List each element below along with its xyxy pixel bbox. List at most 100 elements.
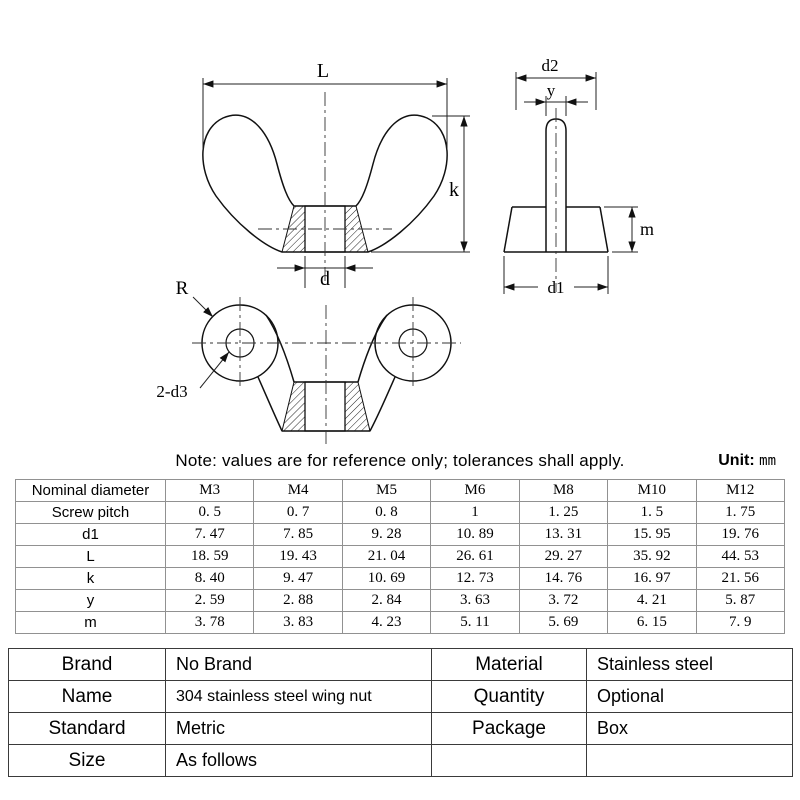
row-label: y (15, 589, 166, 612)
technical-drawing: L k d (156, 56, 655, 448)
value-cell: 2. 88 (253, 589, 343, 612)
size-header: M3 (164, 479, 255, 502)
info-value-package: Box (586, 712, 793, 745)
info-label-brand: Brand (8, 648, 166, 681)
table-row: Name 304 stainless steel wing nut Quanti… (8, 680, 793, 713)
hatched-flank-left-2 (281, 381, 306, 432)
dim-d (277, 256, 373, 288)
value-cell: 5. 87 (695, 589, 786, 612)
value-cell: 7. 85 (253, 523, 343, 546)
value-cell: 26. 61 (430, 545, 520, 568)
value-cell: 3. 72 (518, 589, 609, 612)
table-row: Screw pitch 0. 5 0. 7 0. 8 1 1. 25 1. 5 … (15, 501, 786, 524)
center-lines-front (258, 92, 392, 284)
hatched-flank-right-2 (344, 381, 371, 432)
info-value-size: As follows (165, 744, 432, 777)
info-value-brand: No Brand (165, 648, 432, 681)
value-cell: 1 (430, 501, 520, 524)
value-cell: 21. 56 (695, 567, 786, 590)
info-label-package: Package (431, 712, 587, 745)
value-cell: 0. 8 (341, 501, 432, 524)
dim-m (604, 206, 638, 253)
value-cell: 3. 78 (164, 611, 255, 634)
value-cell: 4. 21 (607, 589, 697, 612)
value-cell: 4. 23 (341, 611, 432, 634)
dim-k (371, 115, 470, 253)
info-label-size: Size (8, 744, 166, 777)
info-value-empty (586, 744, 793, 777)
leader-2-d3 (199, 351, 230, 389)
table-row: Brand No Brand Material Stainless steel (8, 648, 793, 681)
dimension-table: Nominal diameter M3 M4 M5 M6 M8 M10 M12 … (15, 479, 786, 634)
value-cell: 1. 75 (695, 501, 786, 524)
info-value-standard: Metric (165, 712, 432, 745)
row-label: Nominal diameter (15, 479, 166, 502)
value-cell: 5. 69 (518, 611, 609, 634)
size-header: M4 (253, 479, 343, 502)
value-cell: 1. 5 (607, 501, 697, 524)
row-label: L (15, 545, 166, 568)
info-value-material: Stainless steel (586, 648, 793, 681)
size-header: M12 (695, 479, 786, 502)
value-cell: 15. 95 (607, 523, 697, 546)
dim-label-R: R (176, 278, 189, 299)
unit-indicator: Unit: mm (712, 452, 776, 470)
size-header: M8 (518, 479, 609, 502)
labels-side: d2 y m d1 (542, 56, 655, 297)
value-cell: 10. 89 (430, 523, 520, 546)
dim-label-2-d3: 2-d3 (156, 382, 187, 401)
value-cell: 0. 5 (164, 501, 255, 524)
row-label: k (15, 567, 166, 590)
dim-label-d: d (320, 268, 330, 290)
value-cell: 3. 83 (253, 611, 343, 634)
value-cell: 16. 97 (607, 567, 697, 590)
row-label: Screw pitch (15, 501, 166, 524)
value-cell: 8. 40 (164, 567, 255, 590)
value-cell: 21. 04 (341, 545, 432, 568)
dim-label-m: m (640, 219, 654, 239)
table-row: Standard Metric Package Box (8, 712, 793, 745)
size-header: M10 (607, 479, 697, 502)
bottom-view (201, 304, 452, 432)
dim-label-k: k (449, 179, 459, 201)
value-cell: 13. 31 (518, 523, 609, 546)
table-row: d1 7. 47 7. 85 9. 28 10. 89 13. 31 15. 9… (15, 523, 786, 546)
value-cell: 7. 9 (695, 611, 786, 634)
value-cell: 6. 15 (607, 611, 697, 634)
unit-value: mm (759, 453, 776, 469)
value-cell: 7. 47 (164, 523, 255, 546)
value-cell: 9. 47 (253, 567, 343, 590)
square-hole-2 (304, 381, 346, 432)
unit-label: Unit: (718, 452, 755, 469)
dim-L (202, 78, 448, 150)
info-label-standard: Standard (8, 712, 166, 745)
value-cell: 35. 92 (607, 545, 697, 568)
labels-bottom: R 2-d3 (156, 278, 188, 401)
value-cell: 14. 76 (518, 567, 609, 590)
dim-label-y: y (547, 81, 556, 100)
value-cell: 1. 25 (518, 501, 609, 524)
labels-front: L k d (317, 60, 459, 290)
info-label-name: Name (8, 680, 166, 713)
info-value-name: 304 stainless steel wing nut (165, 680, 432, 713)
value-cell: 29. 27 (518, 545, 609, 568)
value-cell: 10. 69 (341, 567, 432, 590)
info-label-quantity: Quantity (431, 680, 587, 713)
table-row: Size As follows (8, 744, 793, 777)
value-cell: 12. 73 (430, 567, 520, 590)
value-cell: 2. 84 (341, 589, 432, 612)
row-label: m (15, 611, 166, 634)
info-label-empty (431, 744, 587, 777)
table-row: L 18. 59 19. 43 21. 04 26. 61 29. 27 35.… (15, 545, 786, 568)
value-cell: 9. 28 (341, 523, 432, 546)
dim-y (524, 96, 588, 116)
value-cell: 0. 7 (253, 501, 343, 524)
size-header: M6 (430, 479, 520, 502)
value-cell: 44. 53 (695, 545, 786, 568)
value-cell: 5. 11 (430, 611, 520, 634)
value-cell: 3. 63 (430, 589, 520, 612)
table-row: m 3. 78 3. 83 4. 23 5. 11 5. 69 6. 15 7.… (15, 611, 786, 634)
product-info-table: Brand No Brand Material Stainless steel … (8, 648, 793, 777)
table-row: k 8. 40 9. 47 10. 69 12. 73 14. 76 16. 9… (15, 567, 786, 590)
